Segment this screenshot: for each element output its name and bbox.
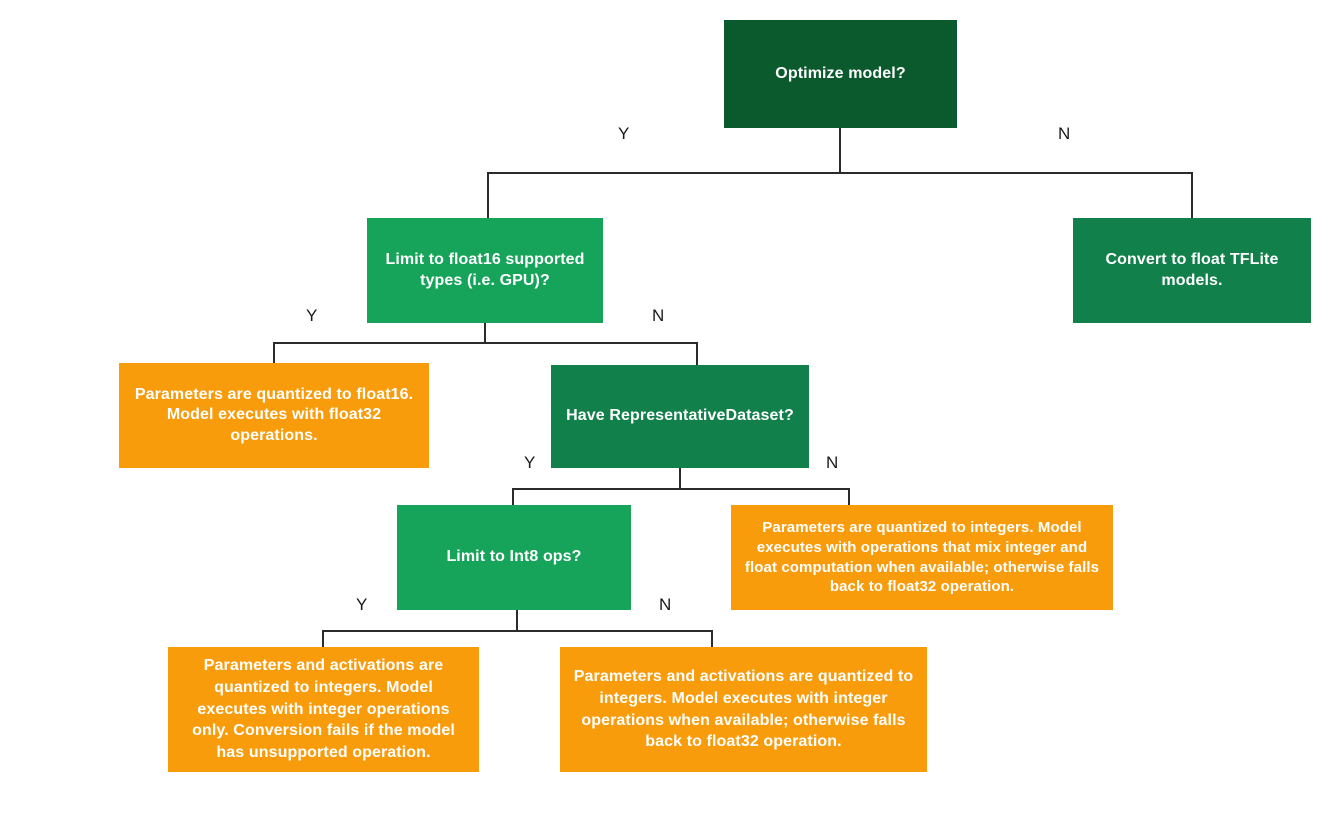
node-result-float16[interactable]: Parameters are quantized to float16. Mod… xyxy=(119,363,429,468)
edge-label-dataset-no: N xyxy=(826,453,839,472)
node-result-mixed-integer-float[interactable]: Parameters are quantized to integers. Mo… xyxy=(731,505,1113,610)
edge-label-optimize-yes: Y xyxy=(618,124,630,143)
edge-int8-bus xyxy=(322,630,713,632)
edge-float16-stem xyxy=(484,323,486,343)
edge-float16-yes-drop xyxy=(273,342,275,364)
edge-float16-no-drop xyxy=(696,342,698,366)
edge-int8-no-drop xyxy=(711,630,713,648)
node-result-integer-only[interactable]: Parameters and activations are quantized… xyxy=(168,647,479,772)
edge-label-float16-yes: Y xyxy=(306,306,318,325)
edge-int8-yes-drop xyxy=(322,630,324,648)
node-result-integer-fallback[interactable]: Parameters and activations are quantized… xyxy=(560,647,927,772)
edge-float16-bus xyxy=(273,342,698,344)
edge-label-int8-yes: Y xyxy=(356,595,368,614)
edge-optimize-bus xyxy=(487,172,1193,174)
edge-int8-stem xyxy=(516,610,518,631)
edge-dataset-stem xyxy=(679,468,681,489)
node-convert-float-tflite[interactable]: Convert to float TFLite models. xyxy=(1073,218,1311,323)
edge-label-optimize-no: N xyxy=(1058,124,1071,143)
node-limit-float16[interactable]: Limit to float16 supported types (i.e. G… xyxy=(367,218,603,323)
node-limit-int8[interactable]: Limit to Int8 ops? xyxy=(397,505,631,610)
node-have-representative-dataset[interactable]: Have RepresentativeDataset? xyxy=(551,365,809,468)
edge-optimize-yes-drop xyxy=(487,172,489,219)
edge-label-float16-no: N xyxy=(652,306,665,325)
edge-dataset-no-drop xyxy=(848,488,850,506)
edge-optimize-stem xyxy=(839,128,841,174)
node-optimize-model[interactable]: Optimize model? xyxy=(724,20,957,128)
edge-label-int8-no: N xyxy=(659,595,672,614)
edge-dataset-yes-drop xyxy=(512,488,514,506)
edge-optimize-no-drop xyxy=(1191,172,1193,219)
edge-label-dataset-yes: Y xyxy=(524,453,536,472)
edge-dataset-bus xyxy=(512,488,850,490)
